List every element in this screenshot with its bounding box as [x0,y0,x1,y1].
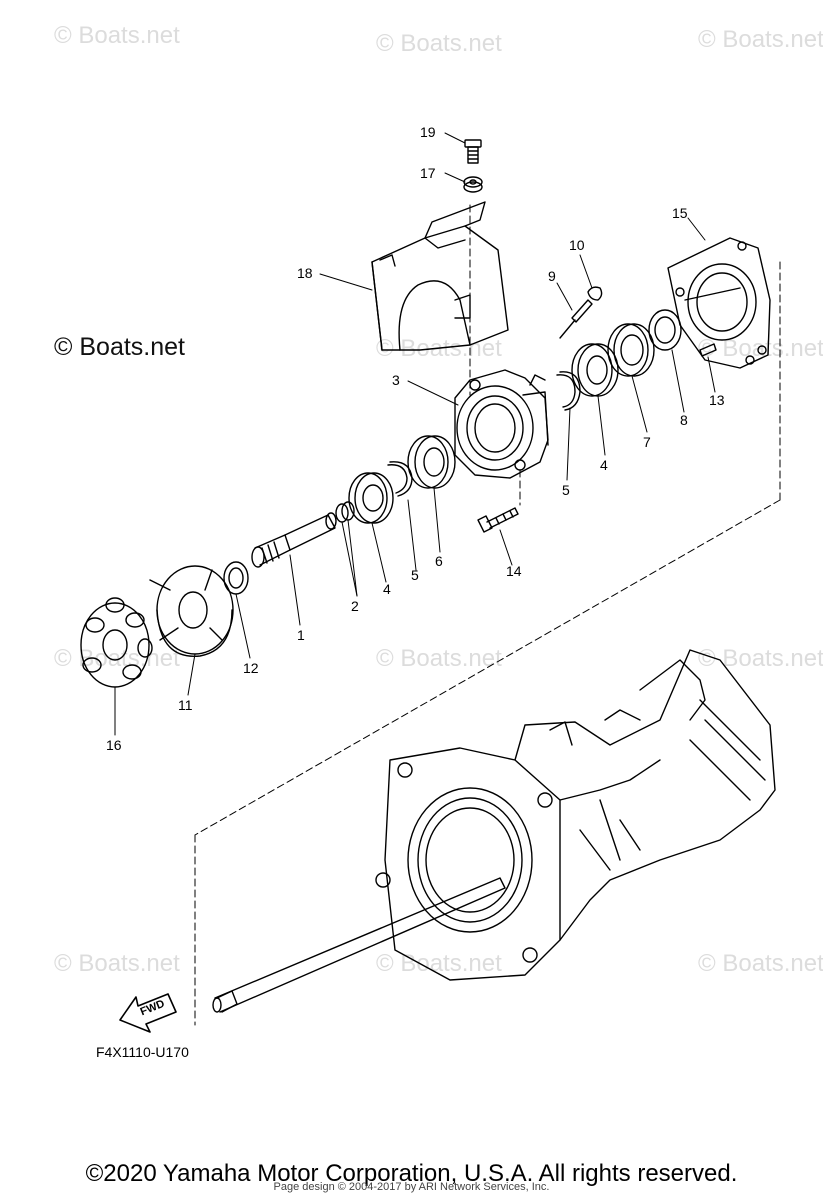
bolt-19 [464,139,482,164]
drive-shaft [212,877,506,1013]
cover-18 [371,201,509,351]
watermark: © Boats.net [376,30,502,57]
o-rings-2 [335,501,355,523]
copyright-notice: ©2020 Yamaha Motor Corporation, U.S.A. A… [85,1160,738,1187]
washer-17 [463,176,483,193]
watermark: © Boats.net [54,645,180,672]
grease-nipple-9 [559,299,593,339]
callout-5-left: 5 [411,567,419,583]
page-design-credit: Page design © 2004-2017 by ARI Network S… [273,1181,550,1193]
shaft-1 [251,512,337,568]
callout-15: 15 [672,205,688,221]
callout-8: 8 [680,412,688,428]
circlip-5-right [556,371,581,411]
watermark: © Boats.net [54,22,180,49]
callout-4-left: 4 [383,581,391,597]
cap-10 [587,286,603,301]
bearing-4-left [348,472,394,524]
pin-13 [699,343,717,357]
damper-16 [80,597,153,688]
bolt-14 [477,507,519,533]
callout-7: 7 [643,434,651,450]
callout-19: 19 [420,124,436,140]
callout-3: 3 [392,372,400,388]
watermark: © Boats.net [376,950,502,977]
bearing-4-right [571,343,619,397]
callout-11: 11 [178,697,193,713]
callout-14: 14 [506,563,522,579]
assembly-outline [194,204,781,1026]
callout-2: 2 [351,598,359,614]
watermark: © Boats.net [698,645,823,672]
callout-1: 1 [297,627,305,643]
watermark: © Boats.net [698,950,823,977]
jet-pump-assembly [375,649,776,981]
watermark: © Boats.net [376,645,502,672]
callout-17: 17 [420,165,436,181]
fwd-arrow-icon [119,993,177,1033]
callout-16: 16 [106,737,122,753]
watermark: © Boats.net [54,950,180,977]
brand-watermark: © Boats.net [54,333,185,361]
cover-plate-15 [667,237,771,369]
bearing-7 [607,323,655,377]
watermark: © Boats.net [698,26,823,53]
callout-18: 18 [297,265,313,281]
callout-12: 12 [243,660,259,676]
callout-13: 13 [709,392,725,408]
coupler-11 [149,565,234,657]
leader-lines [114,132,716,736]
bearing-housing-3 [454,369,549,479]
callout-9: 9 [548,268,556,284]
callout-6: 6 [435,553,443,569]
diagram-code: F4X1110-U170 [96,1044,189,1060]
bearing-6 [407,435,456,489]
callout-10: 10 [569,237,585,253]
callout-5-right: 5 [562,482,570,498]
seal-8 [648,309,682,351]
circlip-5-left [387,461,413,497]
washer-12 [223,561,249,595]
callout-4-right: 4 [600,457,608,473]
